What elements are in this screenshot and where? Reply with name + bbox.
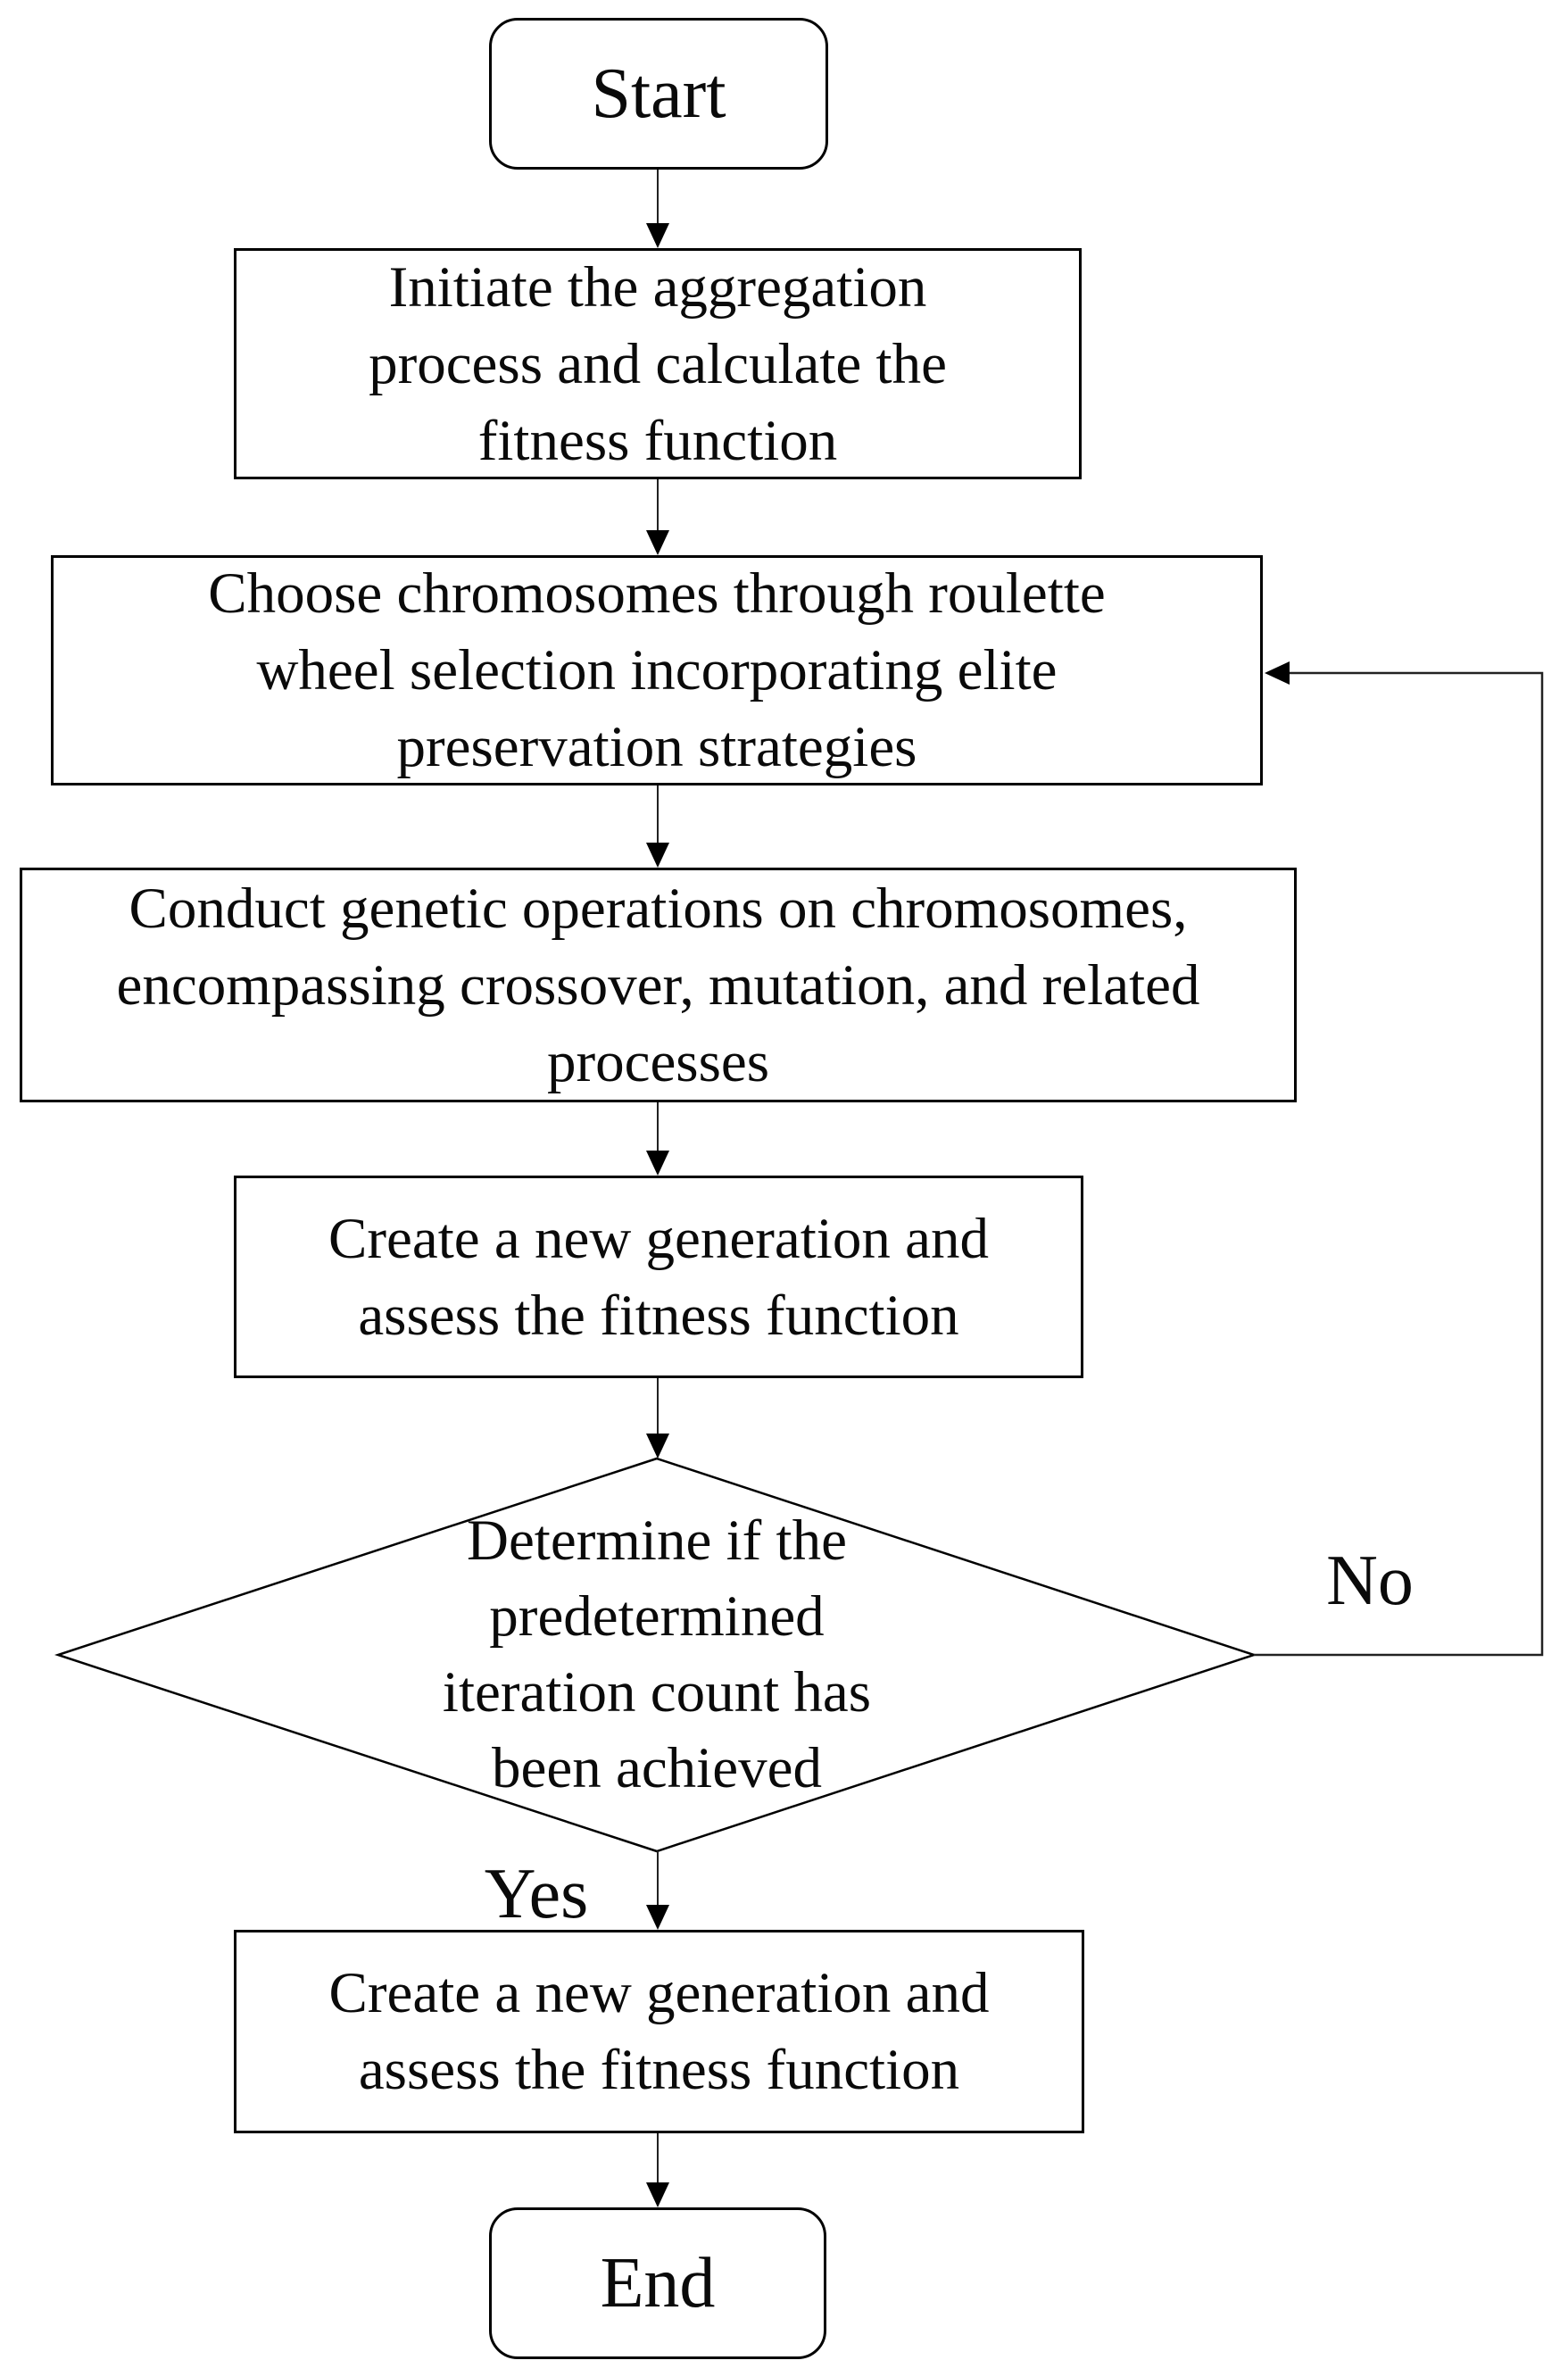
process-initiate: Initiate the aggregation process and cal… — [234, 248, 1082, 479]
arrowhead-decision-to-newgen2 — [646, 1905, 669, 1930]
decision-text: Determine if the predetermined iteration… — [442, 1508, 872, 1800]
arrowhead-newgen2-to-end — [646, 2182, 669, 2207]
arrowhead-genetic-to-newgen — [646, 1151, 669, 1176]
process-new-generation-2: Create a new generation and assess the f… — [234, 1930, 1084, 2133]
arrowhead-start-to-initiate — [646, 223, 669, 248]
process-new-generation-text: Create a new generation and assess the f… — [328, 1206, 989, 1348]
no-label: No — [1326, 1542, 1414, 1620]
arrowhead-choose-to-genetic — [646, 843, 669, 868]
arrowhead-newgen-to-decision — [646, 1434, 669, 1459]
decision-node-text: Determine if the predetermined iteration… — [282, 1503, 1032, 1807]
process-new-generation: Create a new generation and assess the f… — [234, 1176, 1083, 1378]
process-choose: Choose chromosomes through roulette whee… — [51, 555, 1263, 785]
process-choose-text: Choose chromosomes through roulette whee… — [208, 561, 1106, 779]
end-label: End — [600, 2244, 716, 2323]
process-genetic-ops-text: Conduct genetic operations on chromosome… — [116, 876, 1200, 1094]
start-label: Start — [591, 54, 726, 133]
process-genetic-ops: Conduct genetic operations on chromosome… — [20, 868, 1297, 1102]
arrowhead-no-loop — [1265, 661, 1290, 685]
end-node: End — [489, 2207, 826, 2359]
start-node: Start — [489, 18, 828, 170]
process-initiate-text: Initiate the aggregation process and cal… — [369, 254, 947, 473]
no-loop-line — [1254, 671, 1544, 1657]
arrowhead-initiate-to-choose — [646, 530, 669, 555]
process-new-generation-2-text: Create a new generation and assess the f… — [328, 1961, 990, 2102]
yes-label: Yes — [484, 1855, 589, 1933]
